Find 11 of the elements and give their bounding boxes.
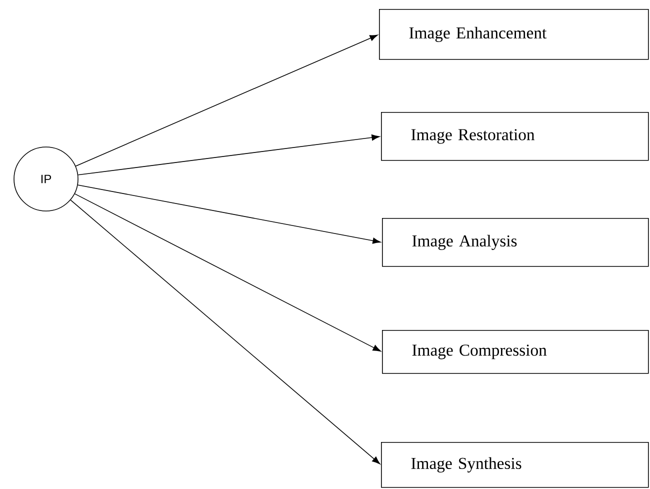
arrow xyxy=(74,193,381,352)
arrow xyxy=(78,134,380,176)
process-box: Image Compression xyxy=(382,330,649,374)
process-box: Image Analysis xyxy=(382,218,649,267)
process-box: Image Synthesis xyxy=(381,442,649,488)
circle-node: IP xyxy=(14,146,78,212)
process-box: Image Enhancement xyxy=(379,9,649,60)
arrow xyxy=(70,200,380,464)
arrow xyxy=(75,34,378,166)
process-box: Image Restoration xyxy=(381,112,649,161)
arrow xyxy=(77,184,381,244)
